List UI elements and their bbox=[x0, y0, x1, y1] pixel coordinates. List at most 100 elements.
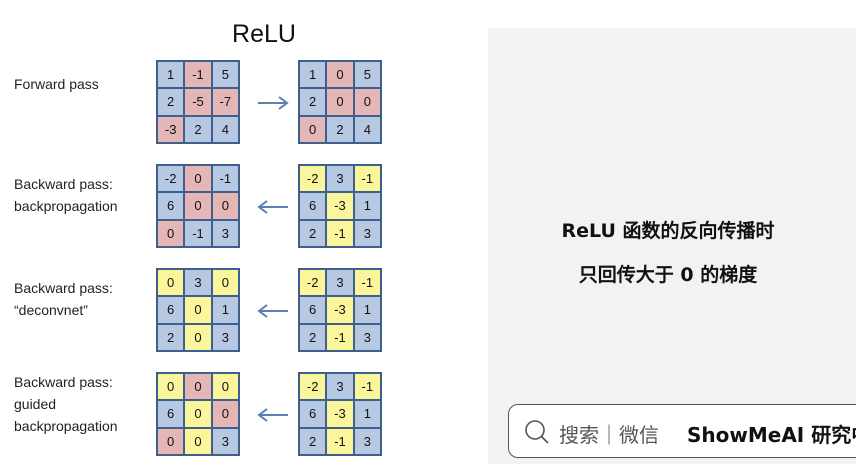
matrix-cell: 0 bbox=[185, 166, 211, 192]
matrix-cell: -1 bbox=[185, 62, 211, 88]
matrix-cell: -2 bbox=[158, 166, 184, 192]
matrix-cell: 2 bbox=[300, 89, 326, 115]
matrix-cell: 0 bbox=[158, 374, 184, 400]
matrix-cell: 3 bbox=[327, 166, 353, 192]
matrix-cell: -3 bbox=[327, 297, 353, 323]
row-label: Backward pass: bbox=[14, 280, 113, 296]
row-label: guided bbox=[14, 396, 57, 412]
matrix-cell: 2 bbox=[300, 324, 326, 350]
arrow-left-icon bbox=[256, 200, 290, 214]
matrix-cell: 0 bbox=[212, 270, 238, 296]
matrix-cell: 0 bbox=[185, 193, 211, 219]
matrix-cell: -7 bbox=[212, 89, 238, 115]
matrix-cell: 1 bbox=[354, 193, 380, 219]
matrix-cell: -1 bbox=[327, 324, 353, 350]
matrix-cell: 3 bbox=[354, 220, 380, 246]
matrix-cell: -1 bbox=[212, 166, 238, 192]
matrix-cell: 3 bbox=[354, 324, 380, 350]
matrix-cell: 1 bbox=[300, 62, 326, 88]
matrix-cell: 3 bbox=[185, 270, 211, 296]
search-placeholder: 搜索｜微信 bbox=[559, 423, 659, 447]
matrix-cell: 2 bbox=[158, 89, 184, 115]
diagram-title: ReLU bbox=[232, 20, 296, 48]
matrix-cell: 3 bbox=[212, 428, 238, 454]
caption-panel: ReLU 函数的反向传播时 只回传大于 0 的梯度 bbox=[488, 28, 856, 464]
matrix-cell: 0 bbox=[212, 193, 238, 219]
matrix-cell: 0 bbox=[300, 116, 326, 142]
row-label: Backward pass: bbox=[14, 176, 113, 192]
row-label: “deconvnet” bbox=[14, 302, 88, 318]
matrix-cell: -2 bbox=[300, 374, 326, 400]
arrow-left-icon bbox=[256, 408, 290, 422]
row-label: Forward pass bbox=[14, 76, 99, 92]
matrix-cell: 0 bbox=[185, 401, 211, 427]
row-label: Backward pass: bbox=[14, 374, 113, 390]
matrix-cell: 0 bbox=[327, 62, 353, 88]
matrix-cell: 2 bbox=[300, 220, 326, 246]
matrix-cell: -1 bbox=[327, 220, 353, 246]
matrix-cell: -2 bbox=[300, 270, 326, 296]
matrix-cell: 6 bbox=[158, 193, 184, 219]
row-label: backpropagation bbox=[14, 418, 118, 434]
matrix-cell: -3 bbox=[327, 401, 353, 427]
matrix-cell: 0 bbox=[158, 220, 184, 246]
matrix-cell: 6 bbox=[300, 297, 326, 323]
matrix-cell: 6 bbox=[300, 401, 326, 427]
matrix-cell: -1 bbox=[185, 220, 211, 246]
matrix-cell: 4 bbox=[354, 116, 380, 142]
matrix-cell: 0 bbox=[185, 324, 211, 350]
matrix-cell: 0 bbox=[158, 270, 184, 296]
matrix-cell: 0 bbox=[212, 401, 238, 427]
matrix-cell: 3 bbox=[212, 324, 238, 350]
matrix-cell: 0 bbox=[185, 428, 211, 454]
matrix-cell: 5 bbox=[354, 62, 380, 88]
arrow-left-icon bbox=[256, 304, 290, 318]
search-box[interactable]: 搜索｜微信 ShowMeAI 研究中心 bbox=[508, 404, 856, 458]
matrix-cell: 0 bbox=[158, 428, 184, 454]
caption-line-1: ReLU 函数的反向传播时 bbox=[561, 220, 775, 242]
matrix-cell: 2 bbox=[158, 324, 184, 350]
matrix-cell: 5 bbox=[212, 62, 238, 88]
matrix-cell: 0 bbox=[354, 89, 380, 115]
matrix-cell: 0 bbox=[327, 89, 353, 115]
matrix-cell: -1 bbox=[354, 270, 380, 296]
matrix-cell: 1 bbox=[354, 401, 380, 427]
matrix-cell: 3 bbox=[327, 374, 353, 400]
arrow-right-icon bbox=[256, 96, 290, 110]
matrix-cell: 0 bbox=[212, 374, 238, 400]
matrix-cell: 4 bbox=[212, 116, 238, 142]
matrix-cell: 3 bbox=[354, 428, 380, 454]
matrix-cell: 1 bbox=[158, 62, 184, 88]
matrix-cell: -5 bbox=[185, 89, 211, 115]
matrix-cell: -1 bbox=[354, 374, 380, 400]
matrix-cell: 2 bbox=[327, 116, 353, 142]
row-label: backpropagation bbox=[14, 198, 118, 214]
matrix-cell: 1 bbox=[354, 297, 380, 323]
matrix-cell: 1 bbox=[212, 297, 238, 323]
matrix-cell: 0 bbox=[185, 374, 211, 400]
matrix-cell: -2 bbox=[300, 166, 326, 192]
matrix-cell: 6 bbox=[158, 401, 184, 427]
search-icon bbox=[523, 418, 551, 451]
caption-line-2: 只回传大于 0 的梯度 bbox=[578, 264, 758, 286]
matrix-cell: 0 bbox=[185, 297, 211, 323]
matrix-cell: -3 bbox=[158, 116, 184, 142]
matrix-cell: 6 bbox=[158, 297, 184, 323]
matrix-cell: 3 bbox=[212, 220, 238, 246]
search-brand-text: ShowMeAI 研究中心 bbox=[687, 423, 856, 447]
matrix-cell: -3 bbox=[327, 193, 353, 219]
matrix-cell: 2 bbox=[185, 116, 211, 142]
matrix-cell: -1 bbox=[354, 166, 380, 192]
matrix-cell: 3 bbox=[327, 270, 353, 296]
matrix-cell: 6 bbox=[300, 193, 326, 219]
matrix-cell: 2 bbox=[300, 428, 326, 454]
